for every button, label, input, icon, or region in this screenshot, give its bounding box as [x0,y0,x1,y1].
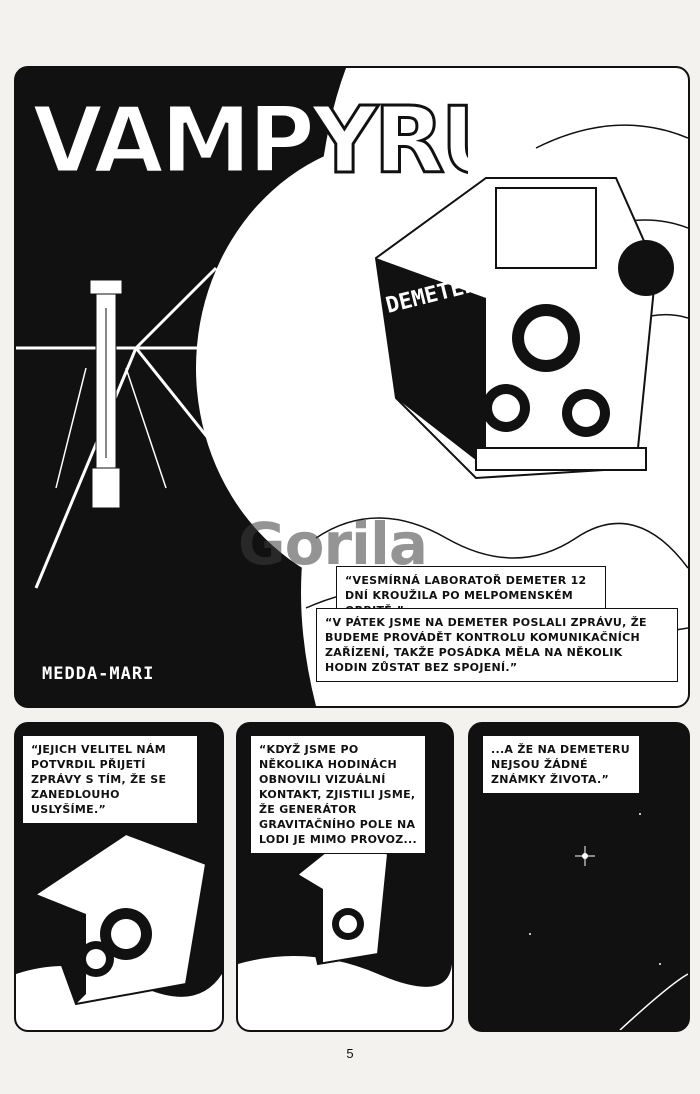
panel-two-art [16,832,222,1030]
panel-four-art [509,783,688,1030]
main-panel-art: DEMETER [16,68,688,706]
caption-box: “JEJICH VELITEL NÁM POTVRDIL PŘIJETÍ ZPR… [22,735,198,824]
watermark: Gorila [238,510,428,578]
small-ship [55,279,167,509]
panel-three-art [238,832,452,1030]
caption-box: “KDYŽ JSME PO NĚKOLIKA HODINÁCH OBNOVILI… [250,735,426,854]
comic-title: VAMPYRUS [32,87,468,192]
panel-two [14,722,224,1032]
title-lettering: VAMPYRUS [31,86,469,193]
artist-signature: MEDDA-MARI [42,664,155,684]
main-panel: DEMETER [14,66,690,708]
page-number: 5 [346,1046,354,1061]
caption-box: ...A ŽE NA DEMETERU NEJSOU ŽÁDNÉ ZNÁMKY … [482,735,640,794]
demeter-ship: DEMETER [374,177,674,480]
caption-box: “V PÁTEK JSME NA DEMETER POSLALI ZPRÁVU,… [316,608,678,682]
